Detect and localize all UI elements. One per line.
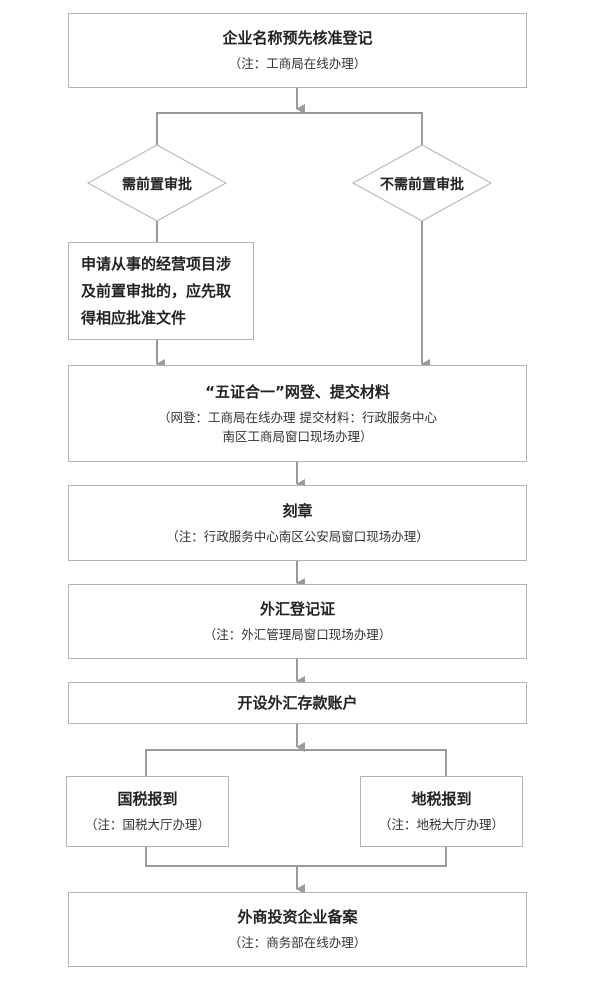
step-local-tax: 地税报到 （注：地税大厅办理） [360,776,523,847]
step-note: （注：工商局在线办理） [228,56,367,71]
doc-line-2: 及前置审批的，应先取 [81,281,232,300]
step-seal: 刻章 （注：行政服务中心南区公安局窗口现场办理） [68,485,527,561]
step-forex-certificate: 外汇登记证 （注：外汇管理局窗口现场办理） [68,584,527,659]
step-note-line-2: 南区工商局窗口现场办理） [222,428,373,444]
step-title: “五证合一”网登、提交材料 [205,382,390,401]
step-name-registration: 企业名称预先核准登记 （注：工商局在线办理） [68,13,527,88]
step-foreign-investment-filing: 外商投资企业备案 （注：商务部在线办理） [68,892,527,967]
step-five-in-one: “五证合一”网登、提交材料 （网登：工商局在线办理 提交材料：行政服务中心 南区… [68,365,527,462]
step-note: （注：国税大厅办理） [84,817,210,832]
step-note: （注：行政服务中心南区公安局窗口现场办理） [166,528,429,544]
step-title: 地税报到 [411,790,472,808]
step-title: 刻章 [282,501,313,520]
step-note-line-1: （网登：工商局在线办理 提交材料：行政服务中心 [158,409,437,425]
step-title: 国税报到 [117,790,178,808]
diamond-label-need: 需前置审批 [122,177,192,193]
diamond-label-no-need: 不需前置审批 [380,177,464,193]
doc-line-3: 得相应批准文件 [81,308,187,327]
doc-line-1: 申请从事的经营项目涉 [81,254,232,273]
step-title: 外商投资企业备案 [237,908,358,926]
step-title: 开设外汇存款账户 [237,694,358,712]
step-title: 外汇登记证 [259,600,335,618]
step-preapproval-document: 申请从事的经营项目涉 及前置审批的，应先取 得相应批准文件 [68,242,254,340]
step-note: （注：商务部在线办理） [228,935,367,950]
tax-split [145,749,447,776]
tax-join [145,847,447,867]
step-note: （注：外汇管理局窗口现场办理） [203,627,392,642]
step-note: （注：地税大厅办理） [378,817,504,832]
step-national-tax: 国税报到 （注：国税大厅办理） [66,776,229,847]
step-forex-account: 开设外汇存款账户 [68,682,527,724]
step-title: 企业名称预先核准登记 [222,29,373,47]
branch-split [156,112,423,145]
